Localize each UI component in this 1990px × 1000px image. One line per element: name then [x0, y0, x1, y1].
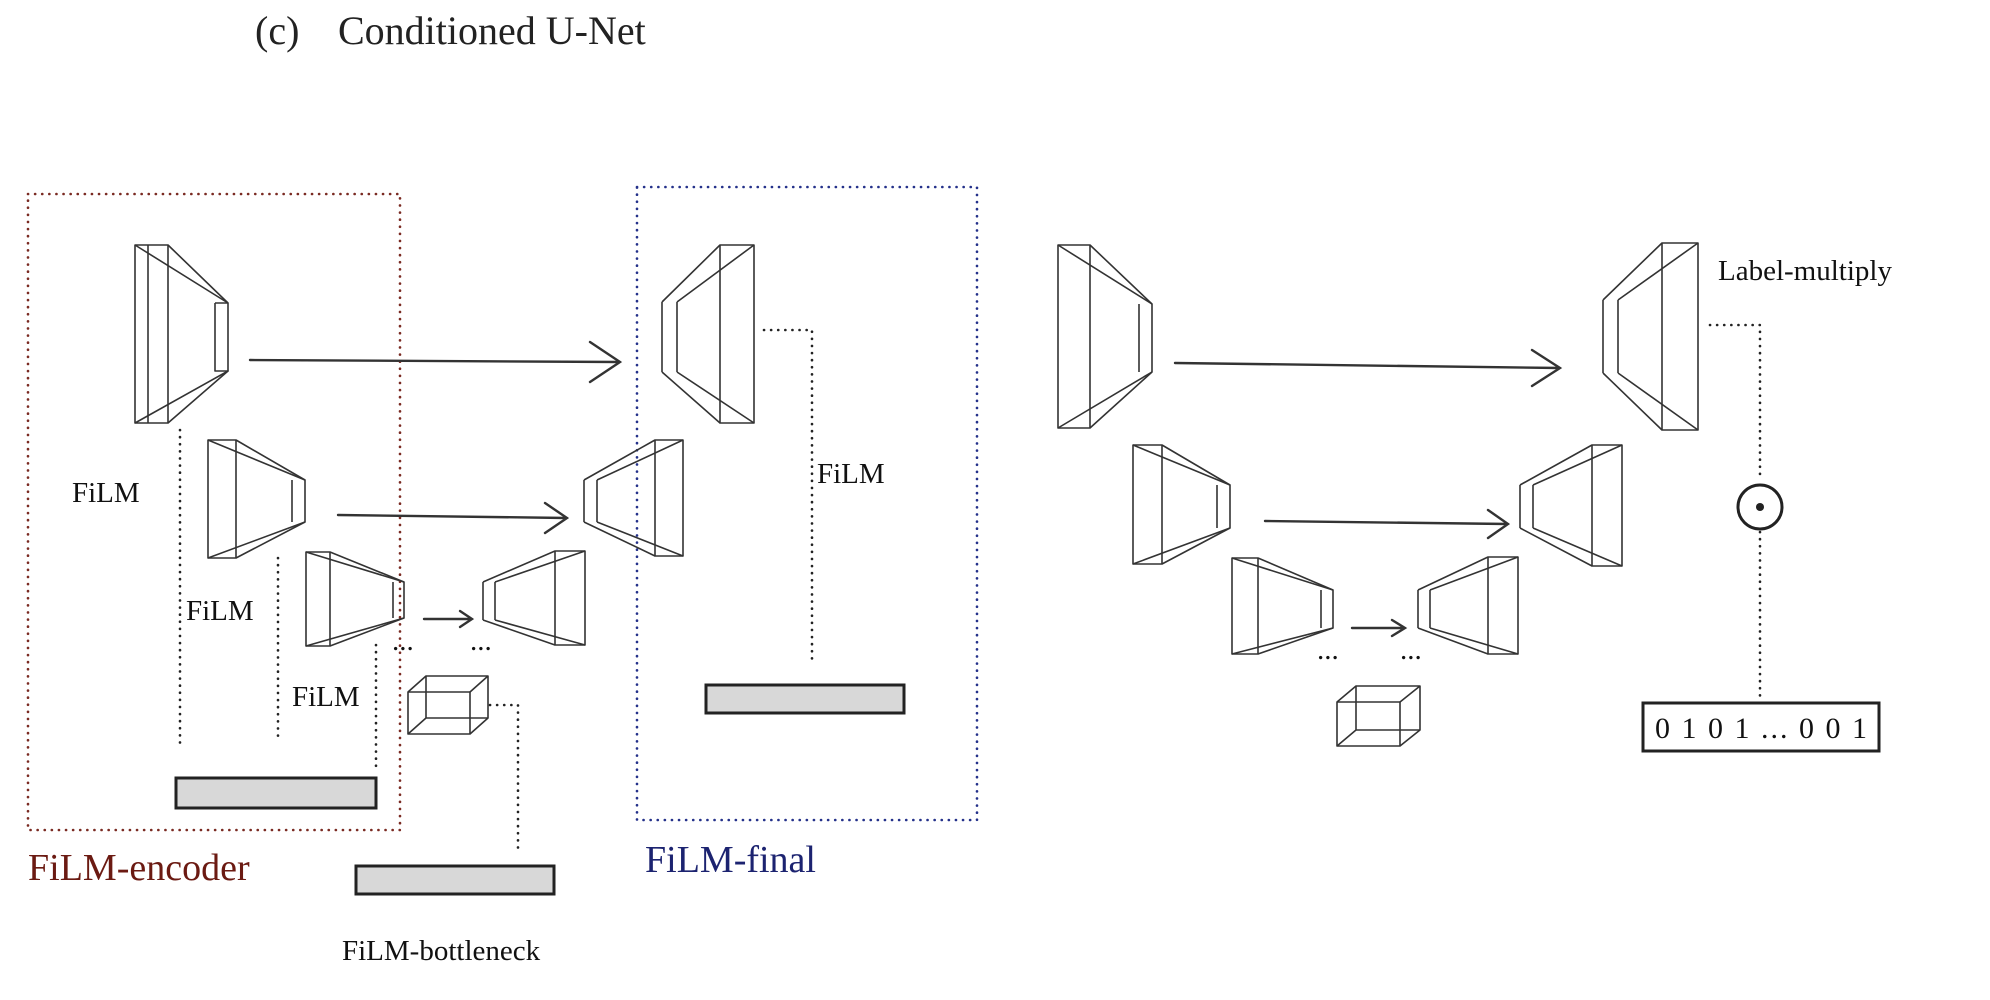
film-label: FiLM — [292, 681, 360, 713]
label-multiply-connector — [1708, 323, 1762, 482]
decoder-block-icon — [482, 550, 586, 646]
conditioning-bar-icon — [704, 683, 906, 715]
encoder-block-icon — [1231, 557, 1334, 655]
film-label: FiLM — [72, 477, 140, 509]
skip-arrow-icon — [1263, 508, 1511, 540]
decoder-block-icon — [661, 244, 755, 424]
title-text: Conditioned U-Net — [338, 8, 646, 53]
skip-arrow-icon — [1173, 348, 1563, 388]
label-multiply-label: Label-multiply — [1718, 255, 1892, 287]
encoder-block-icon — [1057, 244, 1153, 429]
ellipsis: ... — [392, 625, 414, 657]
conditioning-bar-icon — [174, 776, 378, 810]
film-encoder-region — [26, 192, 402, 832]
skip-arrow-icon — [248, 340, 623, 384]
panel-letter: (c) — [255, 8, 299, 53]
skip-arrow-icon — [1350, 618, 1408, 638]
bottleneck-cube-icon — [1336, 685, 1421, 747]
film-bottleneck-label: FiLM-bottleneck — [342, 935, 541, 967]
encoder-block-icon — [134, 244, 229, 424]
encoder-block-icon — [1132, 444, 1231, 565]
ellipsis: ... — [1317, 634, 1339, 666]
bottleneck-cube-icon — [407, 675, 489, 735]
film-connector-bottleneck — [488, 703, 520, 852]
hadamard-product-icon — [1736, 483, 1784, 531]
film-encoder-label: FiLM-encoder — [28, 847, 250, 889]
encoder-block-icon — [207, 439, 306, 559]
decoder-block-icon — [1519, 444, 1623, 567]
conditioning-bar-icon — [354, 864, 556, 896]
decoder-block-icon — [1417, 556, 1519, 655]
ellipsis: ... — [470, 625, 492, 657]
encoder-block-icon — [305, 551, 405, 647]
film-final-region — [635, 185, 979, 822]
skip-arrow-icon — [336, 501, 570, 535]
decoder-block-icon — [583, 439, 684, 557]
label-vector-box — [1641, 701, 1881, 753]
label-vector-text: 0 1 0 1 ... 0 0 1 — [1655, 712, 1869, 745]
film-label: FiLM — [186, 595, 254, 627]
ellipsis: ... — [1400, 634, 1422, 666]
decoder-block-icon — [1602, 242, 1699, 431]
skip-arrow-icon — [422, 609, 475, 629]
film-connector-final — [762, 328, 814, 667]
film-final-label: FiLM-final — [645, 839, 816, 881]
figure-title: (c) Conditioned U-Net — [255, 8, 646, 53]
film-label: FiLM — [817, 458, 885, 490]
